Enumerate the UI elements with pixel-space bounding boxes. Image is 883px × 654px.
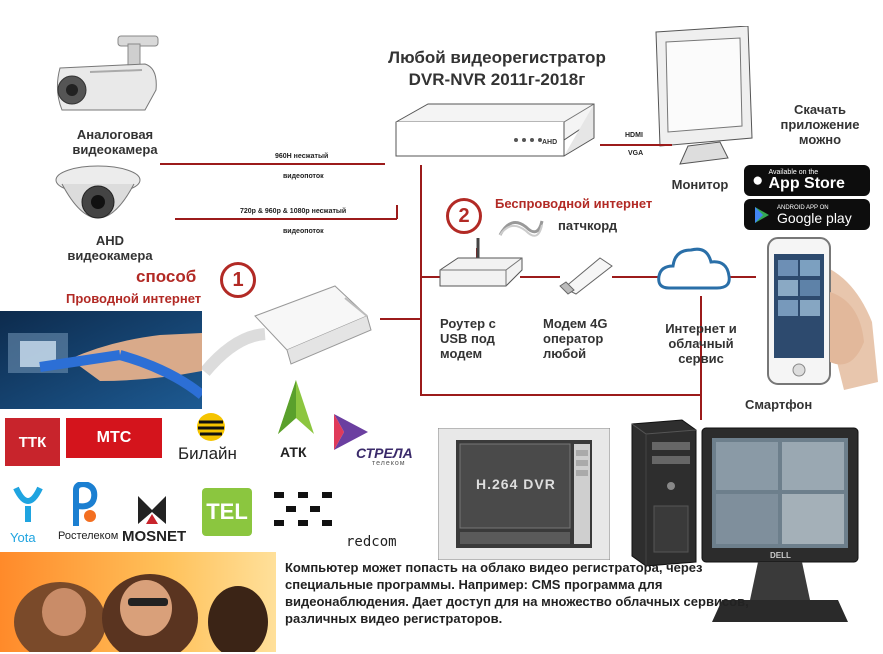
- router-label: Роутер с USB под модем: [440, 316, 496, 361]
- yota-logo: Yota: [10, 530, 36, 545]
- monitor-brand: DELL: [770, 551, 791, 560]
- mosnet-logo-icon: [138, 496, 166, 524]
- play-triangle-icon: [755, 206, 769, 223]
- usb-modem-icon: [559, 257, 613, 295]
- line-analog-to-dvr: [160, 163, 385, 165]
- rostelecom-logo-icon: [73, 482, 98, 526]
- method-1-word: способ: [136, 267, 197, 286]
- smartphone-icon: [767, 237, 878, 390]
- line-ahd-vertical: [396, 205, 398, 219]
- strela-arrow-icon: [334, 414, 368, 450]
- apple-icon: ●: [752, 169, 764, 191]
- stream-720-label: 720p & 960p & 1080p несжатый: [240, 208, 347, 215]
- download-label: Скачать приложение можно: [780, 102, 860, 147]
- stream-720-sub: видеопоток: [283, 228, 324, 235]
- method-1-number: 1: [220, 262, 256, 298]
- dvr-software-window: [438, 428, 610, 560]
- ethernet-plug-photo: [0, 311, 202, 409]
- rostelecom-logo: Ростелеком: [58, 530, 119, 542]
- google-play-big-text: Google play: [777, 209, 852, 226]
- line-dvr-to-router: [420, 276, 440, 278]
- dvr-title-line2: DVR-NVR 2011г-2018г: [408, 70, 586, 89]
- vga-label: VGA: [628, 150, 644, 157]
- beeline-logo: Билайн: [178, 444, 237, 463]
- line-bottom-horizontal: [420, 394, 700, 396]
- line-cloud-to-phone: [728, 276, 756, 278]
- stream-960-sub: видеопоток: [283, 173, 324, 180]
- stream-960-label: 960H несжатый: [275, 153, 329, 160]
- method-1-label: Проводной интернет: [66, 291, 202, 306]
- method-2-label: Беспроводной интернет: [495, 196, 653, 211]
- line-router-to-modem: [520, 276, 560, 278]
- pc-tower-icon: [631, 419, 697, 566]
- ahd-camera-label: AHD видеокамера: [67, 233, 153, 263]
- google-play-small-text: ANDROID APP ON: [777, 204, 829, 211]
- redcom-logo-icon: [274, 492, 332, 526]
- cms-note-text: Компьютер может попасть на облако видео …: [285, 560, 749, 626]
- cloud-icon: [657, 247, 731, 290]
- redcom-logo: redcom: [346, 534, 397, 550]
- smartphone-label: Смартфон: [745, 397, 813, 412]
- dvr-title-line1: Любой видеорегистратор: [388, 48, 606, 67]
- analog-camera-icon: [56, 35, 159, 111]
- ethernet-connector-icon: [200, 285, 372, 376]
- cloud-label: Интернет и облачный сервис: [665, 321, 737, 366]
- patch-cord-label: патчкорд: [558, 218, 618, 233]
- patch-cord-icon: [498, 220, 544, 237]
- yota-logo-icon: [13, 486, 43, 522]
- dvr-recorder-icon: [395, 103, 595, 157]
- app-store-big-text: App Store: [768, 175, 845, 192]
- line-to-pc: [700, 394, 702, 420]
- tel-logo: TEL: [202, 488, 252, 536]
- people-photo: [0, 552, 276, 652]
- pc-monitor-icon: [701, 427, 859, 622]
- method-2-number: 2: [446, 198, 482, 234]
- mts-logo: МТС: [66, 418, 162, 458]
- line-dvr-down: [420, 165, 422, 395]
- app-store-small-text: Available on the: [768, 169, 819, 176]
- strela-logo: СТРЕЛА: [356, 445, 413, 461]
- strela-telecom-text: телеком: [372, 460, 406, 467]
- monitor-icon: [655, 26, 753, 165]
- app-store-button[interactable]: ● Available on the App Store: [744, 165, 870, 196]
- mosnet-logo: MOSNET: [122, 528, 187, 545]
- dome-camera-icon: [55, 165, 141, 219]
- dvr-screen-text: H.264 DVR: [476, 476, 556, 492]
- google-play-button[interactable]: ANDROID APP ON Google play: [744, 199, 870, 230]
- dvr-ahd-tag: AHD: [542, 139, 558, 146]
- line-dvr-to-monitor: [600, 144, 672, 146]
- hdmi-label: HDMI: [625, 132, 643, 139]
- monitor-label: Монитор: [671, 177, 729, 192]
- line-wired-horizontal: [380, 318, 422, 320]
- analog-camera-label: Аналоговая видеокамера: [72, 127, 158, 157]
- line-cloud-down: [700, 296, 702, 394]
- line-modem-to-cloud: [612, 276, 660, 278]
- atk-logo-icon: [278, 380, 314, 434]
- beeline-bee-icon: [197, 413, 225, 441]
- modem-label: Модем 4G оператор любой: [543, 316, 608, 361]
- ttk-logo: ТТК: [5, 418, 60, 466]
- atk-logo: АТК: [280, 444, 307, 460]
- line-ahd-horizontal: [175, 218, 397, 220]
- router-icon: [439, 238, 523, 287]
